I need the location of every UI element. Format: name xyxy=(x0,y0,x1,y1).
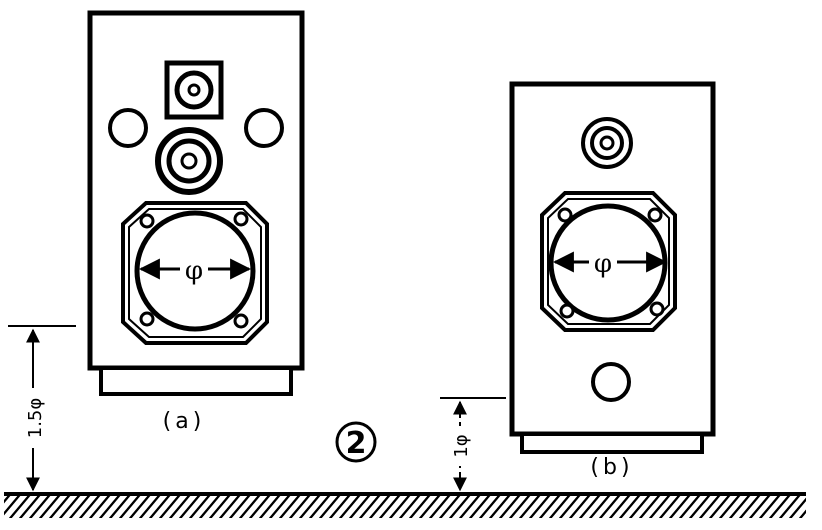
speaker-b-port xyxy=(591,362,631,402)
speaker-b-screw xyxy=(647,207,663,223)
speaker-a: φ (a) xyxy=(87,10,305,434)
speaker-b-woofer: φ xyxy=(540,191,677,332)
speaker-b-screw xyxy=(649,301,665,317)
speaker-b-diameter-symbol: φ xyxy=(594,249,612,279)
speaker-a-height-label: 1.5φ xyxy=(25,398,46,439)
speaker-a-diameter-symbol: φ xyxy=(185,256,203,286)
speaker-b-screw xyxy=(557,207,573,223)
speaker-b: φ (b) xyxy=(509,81,716,480)
speaker-b-base xyxy=(520,432,704,454)
speaker-a-base xyxy=(99,366,293,396)
floor xyxy=(4,492,806,518)
speaker-a-screw xyxy=(233,211,249,227)
figure-number: 2 xyxy=(346,426,367,461)
speaker-b-height-label: 1φ xyxy=(451,434,472,457)
speaker-b-height-dimension: 1φ xyxy=(440,397,506,492)
speaker-a-height-dimension: 1.5φ xyxy=(8,325,76,492)
speaker-b-caption: (b) xyxy=(590,455,633,480)
speaker-a-screw xyxy=(139,311,155,327)
speaker-a-port-left xyxy=(108,108,148,148)
speaker-a-screw xyxy=(233,313,249,329)
speaker-a-tweeter xyxy=(164,60,224,120)
speaker-a-woofer: φ xyxy=(121,201,269,345)
speaker-a-midrange xyxy=(155,127,223,195)
speaker-b-screw xyxy=(559,303,575,319)
speaker-b-tweeter xyxy=(581,117,633,169)
figure-number-badge: 2 xyxy=(335,421,377,463)
speaker-a-port-right xyxy=(244,108,284,148)
speaker-a-screw xyxy=(139,213,155,229)
speaker-a-caption: (a) xyxy=(163,409,206,434)
